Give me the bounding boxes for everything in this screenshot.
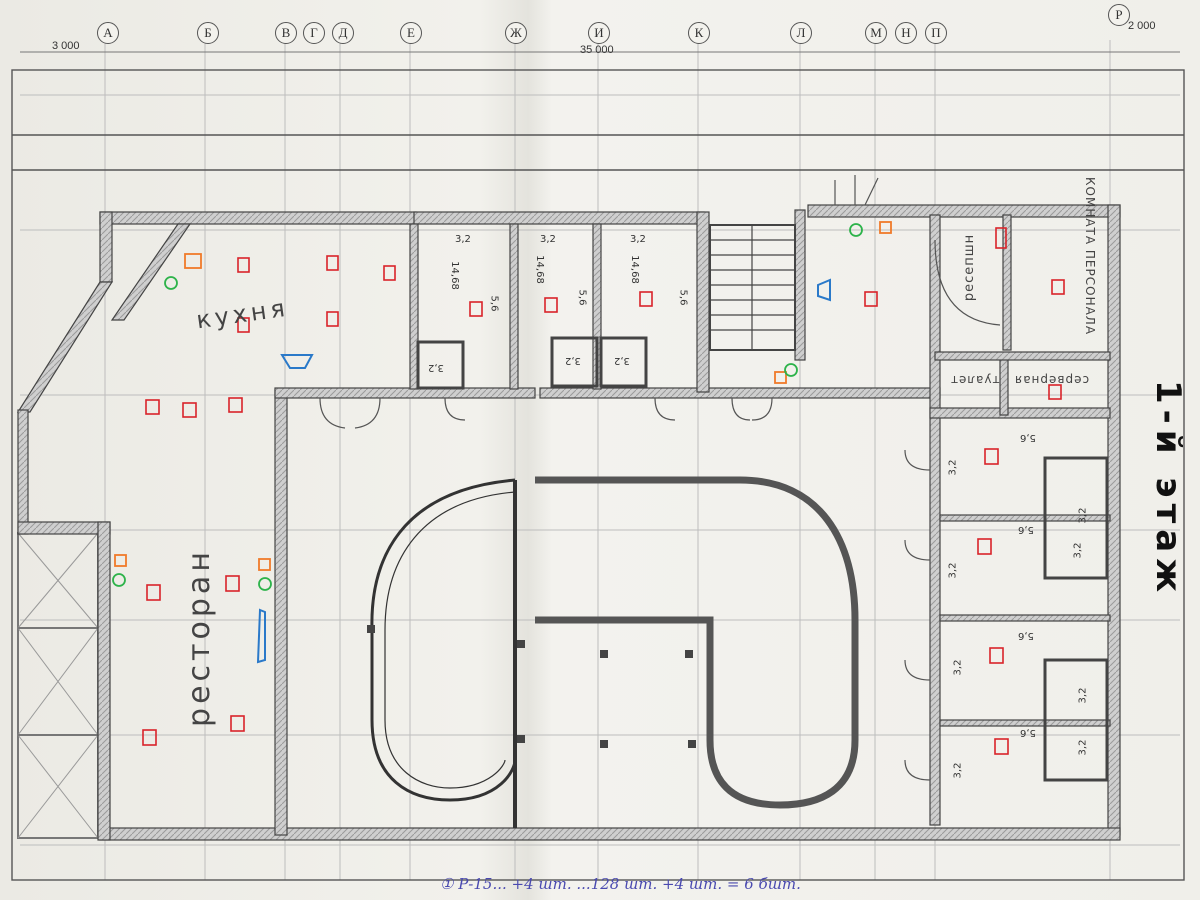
blue-markers	[256, 278, 831, 664]
mark-32: 3,2	[1072, 542, 1084, 559]
mark-32: 3,2	[1077, 687, 1089, 704]
mark-32: 3,2	[540, 234, 556, 245]
axis-zh: Ж	[505, 22, 527, 44]
mark-32: 3,2	[1077, 739, 1089, 756]
mark-56: 5,6	[1018, 630, 1034, 641]
doors	[319, 175, 1001, 781]
mark-56: 5,6	[1018, 524, 1034, 535]
mark-56: 5,6	[677, 289, 689, 306]
axis-p: П	[925, 22, 947, 44]
axis-k: К	[688, 22, 710, 44]
axis-e: Е	[400, 22, 422, 44]
small-rooms	[416, 336, 1109, 782]
mark-32: 3,2	[947, 562, 959, 579]
axis-n: Н	[895, 22, 917, 44]
axis-v: В	[275, 22, 297, 44]
mark-1468: 14,68	[628, 255, 640, 284]
mark-56: 5,6	[1020, 727, 1036, 738]
mark-32: 3,2	[952, 659, 964, 676]
stairs	[709, 224, 796, 351]
mark-32: 3,2	[947, 459, 959, 476]
floor-title: 1-й этаж	[1148, 380, 1188, 599]
mark-32: 3,2	[455, 234, 471, 245]
red-markers	[142, 227, 1065, 755]
walls	[16, 204, 1121, 841]
axis-a: А	[97, 22, 119, 44]
dim-middle: 35 000	[580, 44, 614, 56]
left-terrace	[17, 532, 99, 839]
orange-markers	[114, 221, 892, 571]
mark-1468: 14,68	[533, 255, 545, 284]
axis-g: Г	[303, 22, 325, 44]
mark-32: 3,2	[565, 355, 581, 366]
mark-56: 5,6	[1020, 432, 1036, 443]
mark-56: 5,6	[488, 295, 500, 312]
room-staff: КОМНАТА ПЕРСОНАЛА	[1083, 177, 1097, 336]
dim-right: 2 000	[1128, 20, 1156, 32]
mark-56: 5,6	[576, 289, 588, 306]
axis-l: Л	[790, 22, 812, 44]
room-reception: ресепшн	[962, 233, 978, 302]
mark-32: 3,2	[614, 355, 630, 366]
mark-32: 3,2	[1077, 507, 1089, 524]
axis-b: Б	[197, 22, 219, 44]
sheet-frame	[11, 69, 1185, 881]
room-toilet: туалет	[950, 373, 1000, 387]
axis-m: М	[865, 22, 887, 44]
mark-32: 3,2	[630, 234, 646, 245]
mark-1468: 14,68	[448, 261, 460, 290]
green-markers	[112, 223, 863, 591]
room-server: серверная	[1014, 373, 1090, 387]
mark-32: 3,2	[952, 762, 964, 779]
columns	[367, 625, 696, 748]
footer-note: ① Р-15... +4 шт. ...128 шт. +4 шт. = 6 б…	[440, 875, 801, 893]
axis-i: И	[588, 22, 610, 44]
room-restaurant: ресторан	[181, 548, 217, 727]
atrium	[370, 476, 859, 828]
mark-32: 3,2	[428, 362, 444, 373]
axis-r: Р	[1108, 4, 1130, 26]
dim-left: 3 000	[52, 40, 80, 52]
axis-d: Д	[332, 22, 354, 44]
